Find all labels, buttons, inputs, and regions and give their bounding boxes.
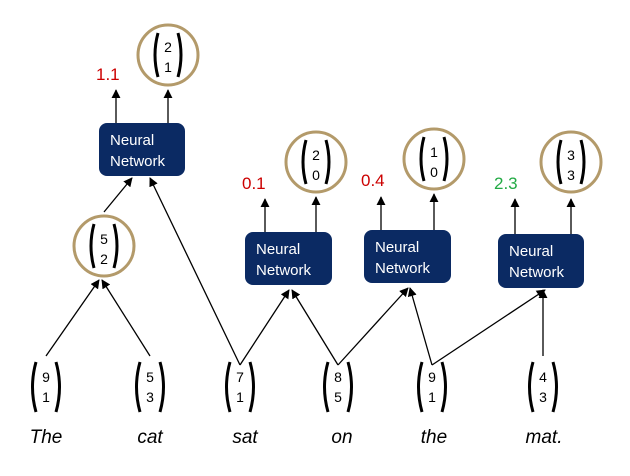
edge-the-to-nn4 — [431, 289, 546, 366]
vector-top: 7 — [236, 369, 244, 385]
vector-bottom: 1 — [236, 389, 244, 405]
vector-top: 5 — [100, 231, 108, 247]
top-vector-circle: 2 1 — [136, 23, 200, 87]
word-vector-mat: 4 3 — [528, 361, 558, 413]
word-the-lower: the — [421, 427, 447, 448]
edge-the-to-nn3 — [407, 287, 433, 366]
merge2-vector-circle: 2 0 — [284, 130, 348, 194]
word-vector-the: 9 1 — [31, 361, 61, 413]
edge-on-to-nn2 — [291, 289, 339, 366]
word-vector-on: 8 5 — [323, 361, 353, 413]
output-arrows — [111, 89, 576, 234]
network-box-2: Neural Network — [245, 232, 332, 285]
vector-bottom: 3 — [567, 167, 575, 183]
network-label-line1: Neural — [256, 241, 300, 258]
merge3-vector-circle: 1 0 — [402, 127, 466, 191]
vector-bottom: 3 — [146, 389, 154, 405]
vector-bottom: 3 — [539, 389, 547, 405]
score-4: 2.3 — [494, 174, 518, 193]
word-vector-sat: 7 1 — [225, 361, 255, 413]
merge1-vector-circle: 5 2 — [72, 214, 136, 278]
vector-top: 3 — [567, 147, 575, 163]
word-the: The — [30, 427, 63, 448]
word-vector-the-lower: 9 1 — [417, 361, 447, 413]
vector-bottom: 5 — [334, 389, 342, 405]
word-sat: sat — [232, 427, 258, 448]
network-label-line2: Network — [375, 260, 431, 277]
edge-circle-to-nn1 — [103, 177, 133, 213]
connection-lines — [45, 177, 548, 366]
network-box-4: Neural Network — [498, 234, 584, 288]
vector-top: 9 — [428, 369, 436, 385]
word-vector-cat: 5 3 — [135, 361, 165, 413]
edge-the-to-circle — [45, 279, 100, 357]
network-label-line1: Neural — [110, 132, 154, 149]
vector-bottom: 0 — [430, 164, 438, 180]
vector-top: 1 — [430, 144, 438, 160]
vector-bottom: 2 — [100, 251, 108, 267]
word-on: on — [331, 427, 352, 448]
vector-top: 5 — [146, 369, 154, 385]
network-label-line2: Network — [256, 262, 312, 279]
edge-sat-to-nn2 — [239, 289, 290, 366]
word-mat: mat. — [526, 427, 563, 448]
vector-bottom: 1 — [164, 59, 172, 75]
edge-on-to-nn3 — [337, 287, 409, 366]
vector-bottom: 1 — [42, 389, 50, 405]
vector-bottom: 1 — [428, 389, 436, 405]
network-label-line2: Network — [509, 264, 565, 281]
vector-bottom: 0 — [312, 167, 320, 183]
merge4-vector-circle: 3 3 — [539, 130, 603, 194]
network-box-1: Neural Network — [99, 123, 185, 176]
edge-sat-to-nn1 — [149, 177, 241, 366]
network-label-line2: Network — [110, 153, 166, 170]
network-box-3: Neural Network — [364, 230, 451, 283]
word-cat: cat — [137, 427, 163, 448]
edge-cat-to-circle — [101, 279, 151, 357]
network-label-line1: Neural — [509, 243, 553, 260]
score-1: 1.1 — [96, 65, 120, 84]
vector-top: 2 — [312, 147, 320, 163]
score-3: 0.4 — [361, 171, 385, 190]
vector-top: 4 — [539, 369, 547, 385]
network-label-line1: Neural — [375, 239, 419, 256]
score-2: 0.1 — [242, 174, 266, 193]
vector-top: 8 — [334, 369, 342, 385]
vector-top: 2 — [164, 39, 172, 55]
vector-top: 9 — [42, 369, 50, 385]
